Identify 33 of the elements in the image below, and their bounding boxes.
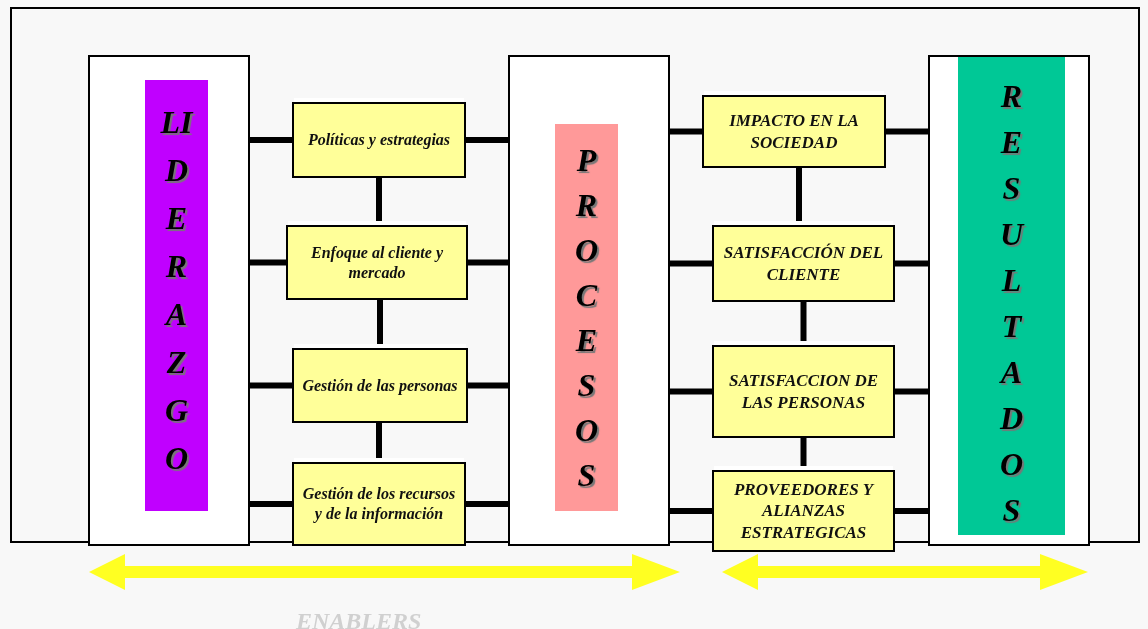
vertical-title: RESULTADOS	[998, 77, 1026, 530]
connector-line	[466, 137, 508, 143]
column-panel	[88, 55, 250, 546]
criterion-text: SATISFACCIÓN DEL CLIENTE	[722, 242, 885, 285]
connector-line	[895, 388, 928, 395]
criterion-text: Gestión de las personas	[302, 375, 458, 396]
connector-line	[670, 128, 702, 135]
criterion-text: PROVEEDORES Y ALIANZAS ESTRATEGICAS	[733, 479, 876, 543]
vertical-band	[958, 57, 1065, 535]
connector-line	[895, 260, 928, 267]
connector-line	[895, 508, 928, 514]
connector-line	[250, 137, 292, 143]
connector-line	[670, 388, 712, 395]
vertical-band	[145, 80, 208, 511]
connector-line	[250, 382, 292, 389]
connector-line	[468, 259, 508, 266]
vertical-title: PROCESOS	[573, 141, 600, 495]
column-panel	[508, 55, 670, 546]
vertical-band	[555, 124, 618, 511]
criterion-text: SATISFACCION DE LAS PERSONAS	[727, 370, 880, 413]
column-panel	[928, 55, 1090, 546]
connector-line	[468, 382, 508, 389]
connector-line	[466, 501, 508, 507]
connector-line	[670, 260, 712, 267]
criterion-text: Políticas y estrategias	[307, 130, 451, 150]
vertical-title: LIDERAZGO	[160, 103, 193, 478]
criterion-text: Gestión de los recursos y de la información	[301, 484, 457, 524]
criterion-text: Enfoque al cliente y mercado	[310, 242, 444, 283]
connector-line	[250, 501, 292, 507]
connector-line	[250, 259, 286, 266]
criterion-text: IMPACTO EN LA SOCIEDAD	[728, 110, 860, 153]
connector-line	[670, 508, 712, 514]
connector-line	[886, 128, 928, 135]
